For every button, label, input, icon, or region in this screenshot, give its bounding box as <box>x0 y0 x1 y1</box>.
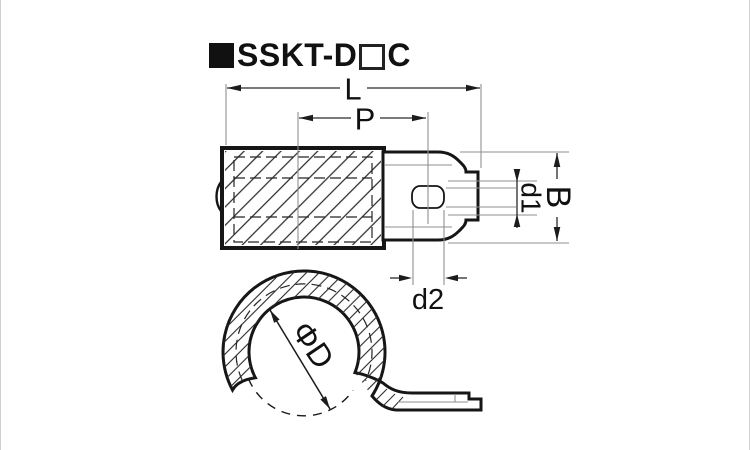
diameter-arrowheads <box>270 310 330 409</box>
tab-shoulder-lines <box>385 164 452 228</box>
top-view-drawing: L P d1 B d2 <box>215 72 577 316</box>
dim-label-P: P <box>355 102 376 137</box>
dimension-arrowheads <box>227 84 561 282</box>
band-centerline-dashed <box>235 283 373 381</box>
saddle-hatching <box>223 270 386 396</box>
model-suffix: C <box>387 37 411 73</box>
body-left-bulge <box>215 181 223 212</box>
heel-hatch-lines <box>375 388 404 410</box>
dim-label-d1: d1 <box>516 182 547 213</box>
size-placeholder-square-icon <box>359 43 386 70</box>
dim-label-phiD: ΦD <box>284 315 341 375</box>
body-hidden-lines <box>233 156 373 243</box>
dim-label-d2: d2 <box>412 284 444 316</box>
diameter-arrow-line <box>269 309 331 410</box>
filled-square-icon <box>209 43 234 68</box>
foot-detail-lines <box>398 394 468 403</box>
model-prefix: SSKT-D <box>237 37 358 73</box>
page-left-border <box>0 0 1 450</box>
body-hatching <box>225 151 381 245</box>
pipe-diameter-dashed-circle <box>247 378 354 417</box>
product-title: SSKT-D C <box>209 37 411 74</box>
dim-label-B: B <box>539 186 577 209</box>
extension-lines <box>225 84 569 285</box>
dim-label-L: L <box>344 72 361 107</box>
